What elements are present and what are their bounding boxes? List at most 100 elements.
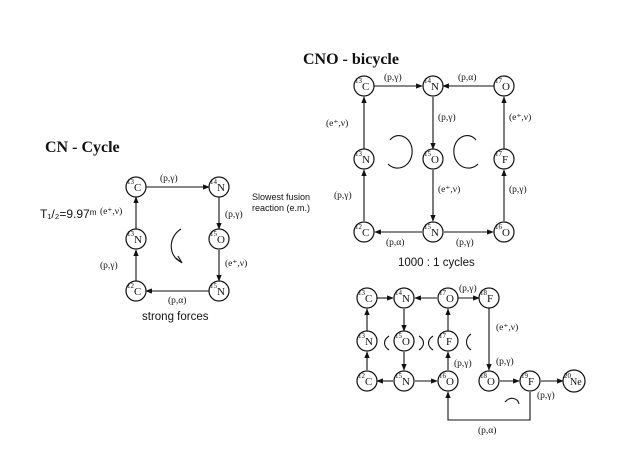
cno-rotation-arrow-right (453, 135, 479, 169)
svg-text:F: F (528, 376, 534, 388)
ext-rotation-mark-2 (418, 335, 425, 351)
svg-text:18: 18 (480, 372, 488, 380)
svg-text:N: N (402, 293, 410, 305)
cno-node-f17: 17 F (493, 148, 515, 170)
svg-text:18: 18 (480, 289, 488, 297)
cno-bicycle-diagram: CNO - bicycle 13 C 14 N 17 O (303, 51, 531, 269)
cn-slowest-line1: Slowest fusion (252, 192, 310, 202)
ext-label-o17-f18: (p,γ) (459, 283, 477, 294)
ext-node-o18: 18 O (478, 370, 500, 392)
cno-label-o15-n15: (e⁺,ν) (438, 184, 460, 195)
svg-text:13: 13 (355, 77, 363, 85)
svg-text:F: F (487, 293, 493, 305)
cno-node-c13: 13 C (353, 75, 375, 97)
svg-text:F: F (446, 336, 452, 348)
ext-label-o16-f17: (p,γ) (454, 358, 472, 369)
svg-text:14: 14 (210, 178, 218, 186)
cno-label-o17-n14: (p,α) (458, 72, 476, 83)
ext-node-o16: 16 O (437, 370, 459, 392)
cn-node-n13: 13 N (125, 228, 147, 250)
cn-slowest-line2: reaction (e.m.) (252, 203, 310, 213)
svg-text:C: C (365, 376, 372, 388)
svg-text:13: 13 (127, 230, 135, 238)
svg-text:C: C (362, 81, 369, 93)
ext-node-o17: 17 O (437, 287, 459, 309)
cn-label-o15-n15: (e⁺,ν) (225, 258, 247, 269)
svg-text:O: O (402, 336, 410, 348)
ext-node-n15: 15 N (393, 370, 415, 392)
ext-label-o18-f19: (p,γ) (496, 356, 514, 367)
cn-rotation-arrow (170, 228, 182, 263)
cno-bicycle-title: CNO - bicycle (303, 51, 399, 68)
ext-rotation-mark-5 (504, 397, 520, 405)
ext-edge-f19-o16 (445, 391, 531, 421)
cno-node-n13: 13 N (353, 148, 375, 170)
cno-node-n14: 14 N (422, 75, 444, 97)
cn-cycle-diagram: CN - Cycle 13 C 14 N 13 N 15 O (40, 139, 310, 323)
ext-node-c13: 13 C (356, 287, 378, 309)
svg-text:14: 14 (395, 289, 403, 297)
ext-rotation-mark-3 (427, 335, 434, 351)
cn-rotation-arrowhead (175, 255, 183, 264)
svg-text:C: C (365, 293, 372, 305)
svg-text:13: 13 (358, 289, 366, 297)
cn-node-n15: 15 N (208, 280, 230, 302)
ext-rotation-mark-4 (465, 333, 472, 351)
svg-text:O: O (487, 376, 495, 388)
ext-node-n13: 13 N (356, 330, 378, 352)
cno-node-o16: 16 O (493, 221, 515, 243)
cno-label-c12-n13: (p,γ) (334, 190, 352, 201)
cno-label-n13-c13: (e⁺,ν) (326, 118, 348, 129)
svg-text:N: N (217, 182, 225, 194)
cn-strong-forces: strong forces (142, 311, 209, 323)
cn-label-c12-n13: (p,γ) (100, 260, 118, 271)
svg-text:15: 15 (424, 223, 432, 231)
svg-text:N: N (362, 154, 370, 166)
svg-text:Ne: Ne (570, 377, 582, 388)
cn-node-o15: 15 O (208, 228, 230, 250)
svg-text:C: C (134, 182, 141, 194)
svg-text:N: N (217, 286, 225, 298)
extended-cycle-diagram: 13 C 14 N 17 O 18 F 13 N 15 O (356, 283, 586, 436)
svg-text:12: 12 (127, 282, 135, 290)
cn-label-n14-o15: (p,γ) (225, 209, 243, 220)
svg-text:12: 12 (358, 372, 366, 380)
cno-label-n15-c12: (p,α) (386, 237, 404, 248)
svg-text:17: 17 (495, 77, 503, 85)
svg-text:F: F (502, 154, 508, 166)
svg-text:20: 20 (564, 372, 572, 380)
svg-text:12: 12 (355, 223, 363, 231)
cno-node-o15: 15 O (422, 148, 444, 170)
svg-text:17: 17 (439, 332, 447, 340)
svg-text:15: 15 (395, 332, 403, 340)
svg-text:C: C (362, 227, 369, 239)
svg-text:O: O (217, 234, 225, 246)
ext-label-f19-ne20: (p,γ) (537, 390, 555, 401)
ext-node-f18: 18 F (478, 287, 500, 309)
cn-node-n14: 14 N (208, 176, 230, 198)
cno-node-n15: 15 N (422, 221, 444, 243)
svg-text:O: O (446, 376, 454, 388)
cno-label-n15-o16: (p,γ) (456, 237, 474, 248)
svg-text:N: N (365, 336, 373, 348)
cn-label-n15-c12: (p,α) (168, 295, 186, 306)
cno-label-o16-f17: (p,γ) (509, 184, 527, 195)
svg-text:O: O (502, 227, 510, 239)
svg-text:15: 15 (424, 150, 432, 158)
svg-text:N: N (402, 376, 410, 388)
svg-text:15: 15 (210, 282, 218, 290)
svg-text:N: N (431, 227, 439, 239)
ext-node-f19: 19 F (519, 370, 541, 392)
cno-ratio-caption: 1000 : 1 cycles (398, 257, 475, 269)
svg-text:O: O (446, 293, 454, 305)
cn-node-c12: 12 C (125, 280, 147, 302)
ext-node-c12: 12 C (356, 370, 378, 392)
ext-node-n14: 14 N (393, 287, 415, 309)
cn-node-c13: 13 C (125, 176, 147, 198)
cno-node-o17: 17 O (493, 75, 515, 97)
svg-text:15: 15 (210, 230, 218, 238)
cno-label-f17-o17: (e⁺,ν) (509, 112, 531, 123)
svg-text:N: N (431, 81, 439, 93)
svg-text:17: 17 (439, 289, 447, 297)
ext-node-ne20: 20 Ne (562, 369, 586, 393)
